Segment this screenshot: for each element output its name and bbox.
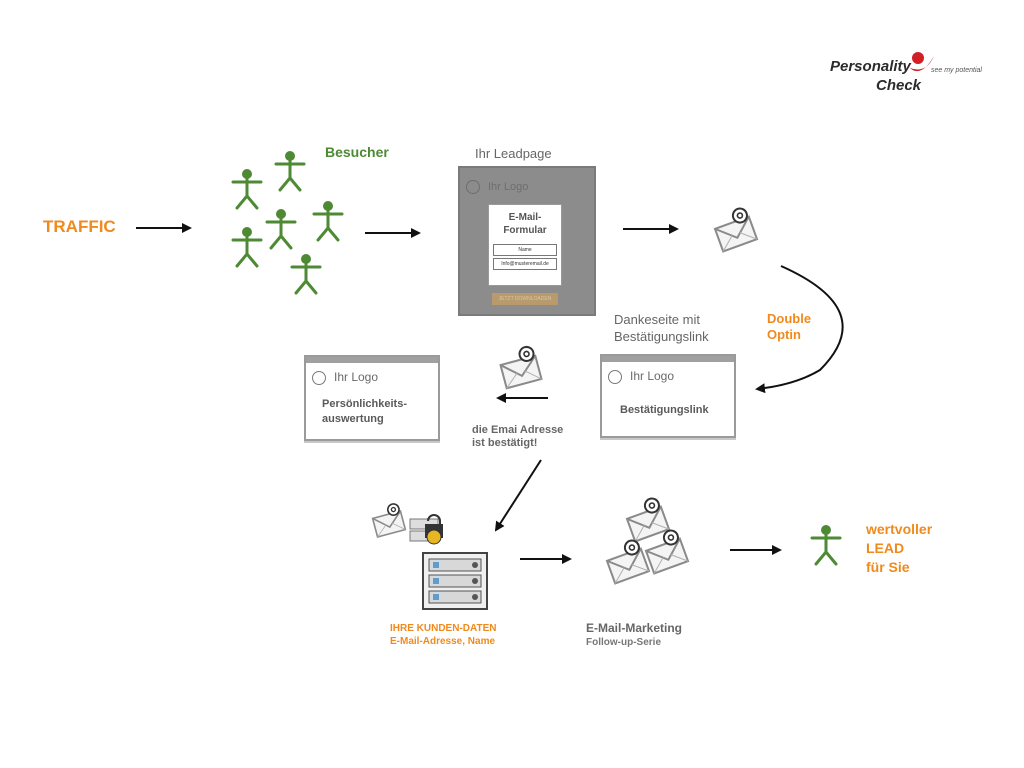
visitors-label: Besucher	[325, 144, 389, 160]
thanks-logo: Ihr Logo	[608, 369, 674, 384]
logo-circle-icon	[312, 370, 326, 385]
name-field[interactable]: Name	[493, 244, 557, 256]
logo-circle-icon	[466, 180, 480, 194]
leadpage-title: Ihr Leadpage	[475, 146, 552, 161]
visitor-person-icon	[312, 199, 344, 242]
customer-data-label: IHRE KUNDEN-DATEN E-Mail-Adresse, Name	[390, 623, 497, 647]
traffic-label: TRAFFIC	[43, 217, 116, 236]
thanks-page-mockup: Ihr Logo Bestätigungslink	[600, 354, 736, 438]
email-envelope-icon	[496, 344, 543, 390]
leadpage-logo-text: Ihr Logo	[488, 180, 529, 193]
marketing-subtitle: Follow-up-Serie	[586, 637, 661, 648]
result-body: Persönlichkeits- auswertung	[322, 398, 407, 425]
lead-label: wertvoller LEAD für Sie	[866, 521, 933, 575]
thanks-body: Bestätigungslink	[620, 404, 709, 416]
brand-swoosh-icon	[906, 50, 936, 80]
marketing-title: E-Mail-Marketing	[586, 621, 683, 635]
thanks-logo-text: Ihr Logo	[630, 369, 675, 383]
brand-logo: Personality Check see my potential	[830, 50, 990, 95]
email-envelope-icon	[602, 537, 651, 585]
result-page-mockup: Ihr Logo Persönlichkeits- auswertung	[304, 355, 440, 441]
leadpage-mockup: Ihr Logo E-Mail- Formular Name Info@must…	[458, 166, 596, 316]
email-form: E-Mail- Formular Name Info@musteremail.d…	[488, 204, 562, 286]
brand-tagline: see my potential	[931, 67, 982, 74]
thanks-title: Dankeseite mit Bestätigungslink	[614, 312, 709, 344]
download-button[interactable]: JETZT DOWNLOADEN	[492, 293, 558, 305]
result-logo: Ihr Logo	[312, 370, 378, 385]
result-page-bar	[306, 357, 438, 363]
email-envelope-icon	[622, 495, 671, 543]
email-envelope-icon	[369, 501, 407, 538]
email-envelope-icon	[710, 205, 759, 253]
brand-name-line2: Check	[876, 77, 922, 94]
visitor-person-icon	[231, 167, 263, 210]
email-form-title: E-Mail- Formular	[503, 212, 547, 236]
arrow-to-server	[494, 459, 542, 532]
server-icon	[422, 552, 488, 610]
logo-circle-icon	[608, 369, 622, 384]
double-optin-label: Double Optin	[767, 311, 812, 342]
email-field[interactable]: Info@musteremail.de	[493, 258, 557, 270]
thanks-page-bar	[602, 356, 734, 362]
brand-name-line1: Personality	[830, 58, 911, 75]
result-logo-text: Ihr Logo	[334, 370, 379, 384]
visitor-person-icon	[274, 149, 306, 192]
visitor-person-icon	[290, 252, 322, 295]
lead-person-icon	[810, 523, 842, 566]
email-envelope-icon	[641, 527, 690, 575]
lock-icon	[409, 514, 443, 545]
leadpage-logo: Ihr Logo	[466, 180, 528, 194]
visitor-person-icon	[231, 225, 263, 268]
confirmed-text: die Emai Adresse ist bestätigt!	[472, 424, 564, 449]
visitor-person-icon	[265, 207, 297, 250]
